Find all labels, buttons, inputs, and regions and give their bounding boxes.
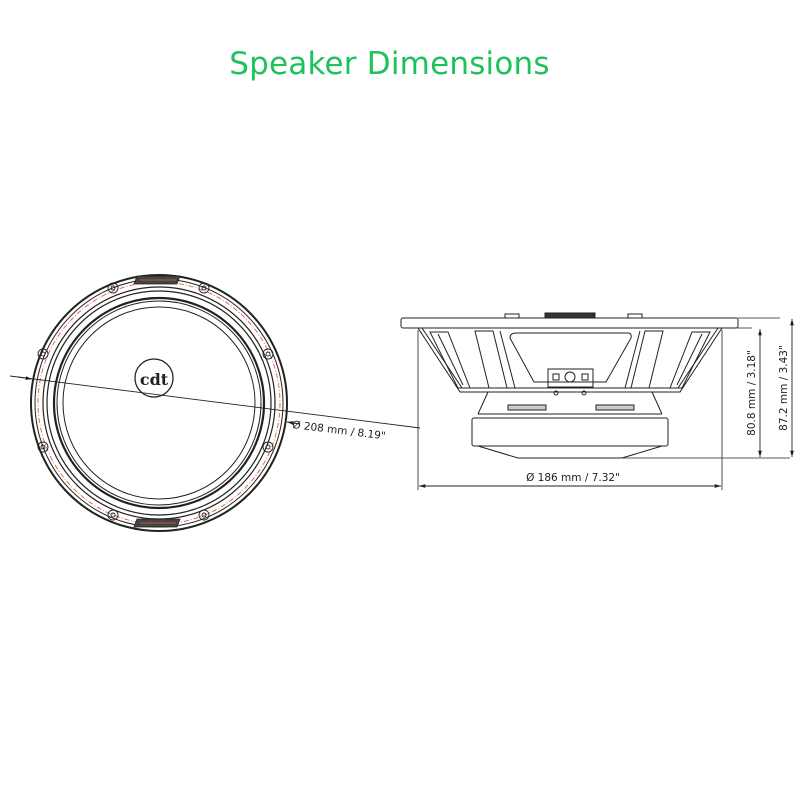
side-width-label: Ø 186 mm / 7.32": [526, 472, 620, 484]
page-title: Speaker Dimensions: [229, 46, 550, 82]
svg-text:cdt: cdt: [140, 370, 169, 389]
total-depth-label: 87.2 mm / 3.43": [778, 345, 790, 431]
mounting-holes: [37, 282, 274, 521]
front-diameter-label: Ø 208 mm / 8.19": [292, 419, 387, 442]
brand-badge-top: [133, 275, 181, 285]
side-view: [400, 312, 794, 490]
front-view: cdt: [9, 274, 421, 532]
mounting-depth-label: 80.8 mm / 3.18": [746, 350, 758, 436]
brand-badge-bottom: [133, 518, 181, 528]
cdt-logo-icon: cdt: [134, 358, 174, 398]
